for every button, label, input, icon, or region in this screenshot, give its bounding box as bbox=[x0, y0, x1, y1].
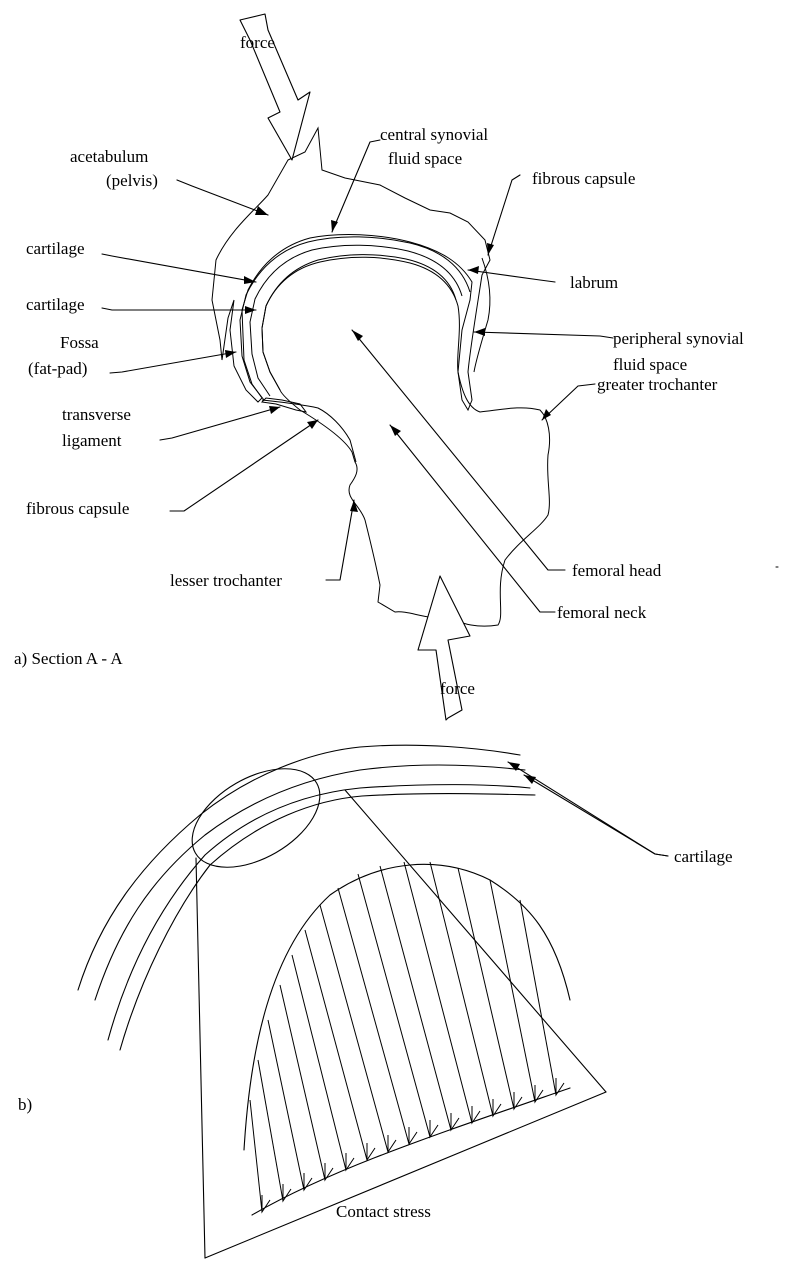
force-label-top: force bbox=[240, 33, 275, 52]
labrum-label: labrum bbox=[570, 273, 618, 292]
fibrous-capsule-bottom-label: fibrous capsule bbox=[26, 499, 129, 518]
cartilage-leader-1 bbox=[508, 762, 668, 856]
stress-arrows bbox=[262, 1078, 564, 1212]
fibrous-capsule-top-label: fibrous capsule bbox=[532, 169, 635, 188]
peripheral-synovial-label: peripheral synovial bbox=[613, 329, 744, 348]
transverse-label: transverse bbox=[62, 405, 131, 424]
acetabular-cartilage bbox=[240, 237, 470, 400]
peripheral-synovial-label-2: fluid space bbox=[613, 355, 687, 374]
leader-lines bbox=[102, 140, 613, 612]
fossa-label: Fossa bbox=[60, 333, 99, 352]
central-synovial-label-2: fluid space bbox=[388, 149, 462, 168]
femoral-neck-label: femoral neck bbox=[557, 603, 647, 622]
cartilage-curve-inner bbox=[120, 794, 535, 1050]
force-arrow-bottom bbox=[418, 576, 470, 720]
cartilage-label-2: cartilage bbox=[26, 295, 85, 314]
cartilage-arrowhead-2 bbox=[524, 775, 536, 784]
force-label-bottom: force bbox=[440, 679, 475, 698]
cartilage-curve-3 bbox=[108, 785, 530, 1040]
acetabulum-outline bbox=[212, 128, 490, 410]
acetabulum-label: acetabulum bbox=[70, 147, 148, 166]
magnify-ellipse bbox=[175, 748, 336, 887]
stress-baseline bbox=[252, 1088, 570, 1215]
panel-b-caption: b) bbox=[18, 1095, 32, 1114]
panel-b-detail: cartilage Contact stress b) bbox=[18, 745, 733, 1258]
lesser-trochanter-label: lesser trochanter bbox=[170, 571, 282, 590]
projection-bottom bbox=[205, 1092, 606, 1258]
cartilage-label-b: cartilage bbox=[674, 847, 733, 866]
projection-left bbox=[196, 858, 205, 1258]
cartilage-leader-2 bbox=[524, 775, 668, 856]
stress-hatch bbox=[250, 862, 556, 1212]
panel-a-section: force acetabulum (pelvis) central synovi… bbox=[14, 14, 778, 720]
pelvis-label: (pelvis) bbox=[106, 171, 158, 190]
greater-trochanter-label: greater trochanter bbox=[597, 375, 718, 394]
central-synovial-label: central synovial bbox=[380, 125, 488, 144]
cartilage-label-1: cartilage bbox=[26, 239, 85, 258]
femoral-head-label: femoral head bbox=[572, 561, 662, 580]
panel-a-caption: a) Section A - A bbox=[14, 649, 123, 668]
ligament-label: ligament bbox=[62, 431, 122, 450]
fat-pad-label: (fat-pad) bbox=[28, 359, 87, 378]
cartilage-curve-2 bbox=[95, 765, 525, 1000]
contact-stress-label: Contact stress bbox=[336, 1202, 431, 1221]
